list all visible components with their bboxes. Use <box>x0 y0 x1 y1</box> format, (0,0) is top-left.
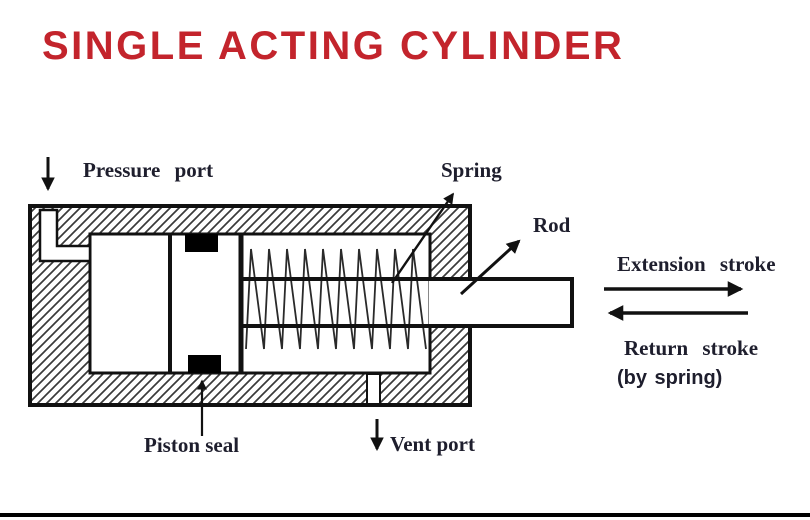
vent-port-label: Vent port <box>390 432 475 456</box>
rod-label: Rod <box>533 213 571 237</box>
return-stroke-label: Return stroke <box>624 336 759 360</box>
extension-stroke-label: Extension stroke <box>617 252 776 276</box>
pressure-port-label: Pressure port <box>83 158 214 182</box>
page-title: SINGLE ACTING CYLINDER <box>42 24 625 68</box>
piston-seal-bottom <box>188 355 221 373</box>
pressure-port-channel <box>38 208 92 263</box>
vent-port-slot <box>366 373 381 405</box>
spring-label: Spring <box>441 158 502 182</box>
return-stroke-note-label: (by spring) <box>617 367 723 389</box>
cylinder-bore <box>88 232 432 375</box>
piston-seal-top <box>185 234 218 252</box>
spring-pointer-arrow-icon <box>391 192 454 284</box>
slide-bottom-rule <box>0 513 810 517</box>
piston-seal-label: Piston seal <box>144 433 240 457</box>
rod-pointer-arrow-icon <box>459 239 521 296</box>
